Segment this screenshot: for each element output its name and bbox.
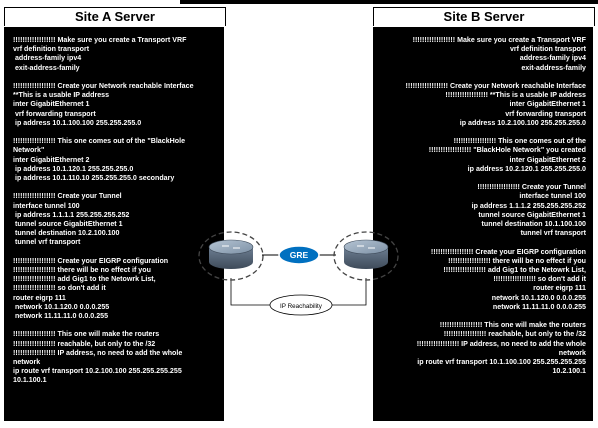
config-block: !!!!!!!!!!!!!!!!!! This one comes out of… <box>13 137 218 183</box>
config-line: !!!!!!!!!!!!!!!!!! so don't add it <box>13 284 106 293</box>
site-b-title: Site B Server <box>373 7 595 26</box>
config-block: !!!!!!!!!!!!!!!!!! Create your EIGRP con… <box>377 248 586 312</box>
config-line: Network" <box>13 146 45 155</box>
ip-reachability-badge: IP Reachability <box>269 294 333 316</box>
reachability-path-left <box>230 278 270 306</box>
ip-reachability-label: IP Reachability <box>280 303 323 310</box>
config-line: tunnel destination 10.2.100.100 <box>13 229 120 238</box>
config-line: tunnel source GigabitEthernet 1 <box>13 220 123 229</box>
config-line: ip route vrf transport 10.2.100.100 255.… <box>13 367 182 376</box>
config-line: !!!!!!!!!!!!!!!!!! there will be no effe… <box>448 256 586 265</box>
config-block: !!!!!!!!!!!!!!!!!! Create your EIGRP con… <box>13 257 218 321</box>
config-line: 10.2.100.1 <box>552 367 586 376</box>
config-line: network 11.11.11.0 0.0.0.255 <box>13 312 109 321</box>
config-line: network <box>558 348 586 357</box>
config-line: !!!!!!!!!!!!!!!!!! Create your Tunnel <box>13 192 122 201</box>
config-line: vrf forwarding transport <box>505 109 586 118</box>
config-line: vrf definition transport <box>509 45 586 54</box>
config-line: !!!!!!!!!!!!!!!!!! Create your EIGRP con… <box>430 247 586 256</box>
config-line: ip address 10.1.100.100 255.255.255.0 <box>13 118 142 127</box>
config-line: !!!!!!!!!!!!!!!!!! Make sure you create … <box>412 36 586 44</box>
config-line: ip address 1.1.1.1 255.255.255.252 <box>13 210 130 219</box>
config-block: !!!!!!!!!!!!!!!!!! Create your Network r… <box>13 82 218 128</box>
config-line: !!!!!!!!!!!!!!!!!! there will be no effe… <box>13 266 151 275</box>
config-block: !!!!!!!!!!!!!!!!!! Make sure you create … <box>377 36 586 73</box>
config-line: !!!!!!!!!!!!!!!!!! Make sure you create … <box>13 36 187 44</box>
config-line: exit-address-family <box>13 63 80 72</box>
config-line: network 10.1.120.0 0.0.0.255 <box>13 302 110 311</box>
config-line: router eigrp 111 <box>13 293 66 302</box>
site-a-config-panel: !!!!!!!!!!!!!!!!!! Make sure you create … <box>4 27 224 421</box>
config-line: !!!!!!!!!!!!!!!!!! so don't add it <box>493 275 586 284</box>
config-line: ip route vrf transport 10.1.100.100 255.… <box>417 358 586 367</box>
config-line: inter GigabitEthernet 2 <box>509 155 586 164</box>
config-block: !!!!!!!!!!!!!!!!!! This one will make th… <box>13 330 218 385</box>
config-line: ip address 10.2.120.1 255.255.255.0 <box>467 164 586 173</box>
config-line: inter GigabitEthernet 1 <box>13 100 90 109</box>
config-line: 10.1.100.1 <box>13 376 47 385</box>
config-line: inter GigabitEthernet 1 <box>509 100 586 109</box>
gre-tunnel-badge: GRE <box>278 245 320 265</box>
config-block: !!!!!!!!!!!!!!!!!! This one will make th… <box>377 321 586 376</box>
gre-label: GRE <box>290 250 309 260</box>
site-a-title: Site A Server <box>4 7 226 26</box>
config-line: interface tunnel 100 <box>13 201 80 210</box>
config-line: !!!!!!!!!!!!!!!!!! IP address, no need t… <box>416 339 586 348</box>
config-line: ip address 10.1.120.1 255.255.255.0 <box>13 164 134 173</box>
config-line: vrf forwarding transport <box>13 109 96 118</box>
config-line: tunnel destination 10.1.100.100 <box>481 220 586 229</box>
config-line: !!!!!!!!!!!!!!!!!! "BlackHole Network" y… <box>428 146 586 155</box>
top-bar <box>180 0 598 4</box>
config-line: !!!!!!!!!!!!!!!!!! IP address, no need t… <box>13 348 183 357</box>
config-line: network 11.11.11.0 0.0.0.255 <box>492 302 586 311</box>
config-line: !!!!!!!!!!!!!!!!!! add Gig1 to the Netow… <box>13 275 156 284</box>
config-line: !!!!!!!!!!!!!!!!!! add Gig1 to the Netow… <box>443 266 586 275</box>
config-line: !!!!!!!!!!!!!!!!!! Create your Network r… <box>405 82 586 90</box>
config-line: network 10.1.120.0 0.0.0.255 <box>491 293 586 302</box>
config-line: tunnel vrf transport <box>13 238 81 247</box>
config-line: ip address 10.2.100.100 255.255.255.0 <box>459 118 586 127</box>
config-line: ip address 10.1.110.10 255.255.255.0 sec… <box>13 174 175 183</box>
config-line: !!!!!!!!!!!!!!!!!! This one comes out of… <box>13 137 186 146</box>
config-line: !!!!!!!!!!!!!!!!!! This one comes out of… <box>453 137 586 146</box>
config-line: !!!!!!!!!!!!!!!!!! Create your Tunnel <box>477 183 586 192</box>
config-line: !!!!!!!!!!!!!!!!!! This one will make th… <box>13 330 160 339</box>
config-line: !!!!!!!!!!!!!!!!!! **This is a usable IP… <box>445 91 586 100</box>
config-line: **This is a usable IP address <box>13 91 110 100</box>
config-line: vrf definition transport <box>13 45 90 54</box>
config-line: interface tunnel 100 <box>519 192 586 201</box>
config-line: exit-address-family <box>521 63 586 72</box>
config-block: !!!!!!!!!!!!!!!!!! Make sure you create … <box>13 36 218 73</box>
config-line: !!!!!!!!!!!!!!!!!! Create your EIGRP con… <box>13 256 169 265</box>
config-block: !!!!!!!!!!!!!!!!!! Create your Network r… <box>377 82 586 128</box>
config-line: network <box>13 358 41 367</box>
config-line: inter GigabitEthernet 2 <box>13 155 90 164</box>
config-line: address-family ipv4 <box>519 54 586 63</box>
config-line: !!!!!!!!!!!!!!!!!! reachable, but only t… <box>13 339 156 348</box>
config-line: !!!!!!!!!!!!!!!!!! reachable, but only t… <box>443 330 586 339</box>
config-line: ip address 1.1.1.2 255.255.255.252 <box>471 201 586 210</box>
site-b-config-panel: !!!!!!!!!!!!!!!!!! Make sure you create … <box>373 27 593 421</box>
config-line: tunnel vrf transport <box>520 229 586 238</box>
config-line: address-family ipv4 <box>13 54 82 63</box>
config-line: !!!!!!!!!!!!!!!!!! This one will make th… <box>439 321 586 330</box>
config-line: tunnel source GigabitEthernet 1 <box>478 210 586 219</box>
config-line: !!!!!!!!!!!!!!!!!! Create your Network r… <box>13 82 194 90</box>
config-line: router eigrp 111 <box>533 284 586 293</box>
reachability-path-right <box>332 278 367 306</box>
config-block: !!!!!!!!!!!!!!!!!! This one comes out of… <box>377 137 586 174</box>
